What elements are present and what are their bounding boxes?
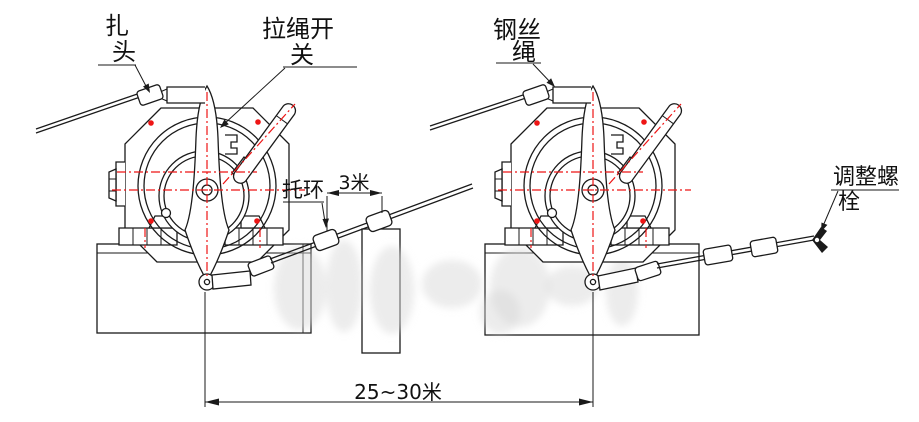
dimension-3m-text: 3米	[338, 172, 369, 194]
svg-text:调整螺: 调整螺	[833, 165, 899, 190]
dimension-25-30m: 25~30米	[204, 292, 594, 407]
label-support-ring: 托环	[282, 178, 329, 228]
label-wire-rope: 钢丝 绳	[493, 16, 555, 87]
support-ring-1	[312, 228, 340, 252]
svg-text:钢丝: 钢丝	[493, 16, 541, 44]
svg-text:栓: 栓	[838, 190, 860, 215]
dimension-3m: 3米	[326, 172, 383, 231]
svg-text:绳: 绳	[512, 38, 536, 66]
svg-text:头: 头	[112, 38, 136, 66]
dimension-25-30m-text: 25~30米	[354, 380, 442, 404]
svg-text:拉绳开: 拉绳开	[262, 15, 334, 43]
label-pull-rope-switch: 拉绳开 关	[220, 15, 357, 128]
wire-rope-bottom-right	[597, 235, 815, 291]
label-adjusting-bolt: 调整螺 栓	[821, 165, 899, 232]
svg-text:关: 关	[290, 41, 314, 69]
support-ring-2	[365, 209, 393, 233]
wire-rope-top-left	[35, 90, 147, 134]
wire-rope-top-right	[429, 91, 533, 131]
svg-text:扎: 扎	[105, 12, 129, 40]
svg-text:托环: 托环	[282, 178, 324, 202]
label-clamp-head: 扎 头	[98, 12, 150, 93]
watermark	[274, 240, 638, 334]
adjusting-bolt-icon	[812, 227, 828, 253]
